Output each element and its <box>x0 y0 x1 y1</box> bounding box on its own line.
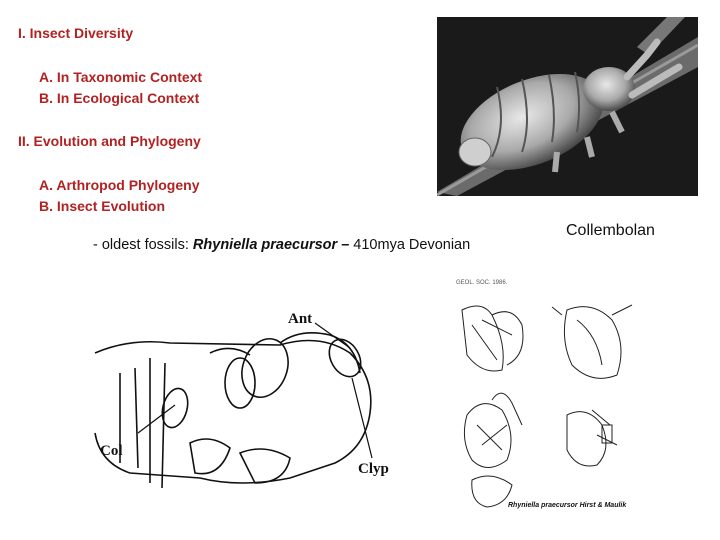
fossil-plate-graphic: GEOL. SOC. 1986. Rhyniella praecursor Hi… <box>456 280 633 509</box>
bullet-prefix: - oldest fossils: <box>93 237 193 253</box>
outline-heading-1: I. Insect Diversity <box>18 25 134 41</box>
species-name: Rhyniella praecursor <box>192 237 338 253</box>
plate-header: GEOL. SOC. 1986. <box>456 280 508 286</box>
outline-item-1b: B. In Ecological Context <box>39 90 200 106</box>
oldest-fossils-bullet: - oldest fossils: Rhyniella praecursor –… <box>93 237 470 253</box>
fossil-head-drawing-graphic: Ant Col Clyp <box>94 311 389 489</box>
label-col: Col <box>100 443 123 459</box>
fossil-head-drawing: Ant Col Clyp <box>90 283 400 526</box>
collembolan-photo-graphic <box>437 17 698 196</box>
fossil-plate: GEOL. SOC. 1986. Rhyniella praecursor Hi… <box>452 275 674 530</box>
photo-caption: Collembolan <box>566 222 655 239</box>
bullet-dash: – <box>337 237 354 253</box>
label-clyp: Clyp <box>358 461 389 477</box>
collembolan-photo <box>437 17 698 196</box>
outline-item-1a: A. In Taxonomic Context <box>39 69 203 85</box>
plate-caption: Rhyniella praecursor Hirst & Maulik <box>508 502 627 509</box>
label-ant: Ant <box>288 311 312 327</box>
outline-item-2a: A. Arthropod Phylogeny <box>39 177 200 193</box>
bullet-suffix: 410mya Devonian <box>353 237 471 253</box>
outline-heading-2: II. Evolution and Phylogeny <box>18 133 201 149</box>
outline-item-2b: B. Insect Evolution <box>39 198 166 214</box>
